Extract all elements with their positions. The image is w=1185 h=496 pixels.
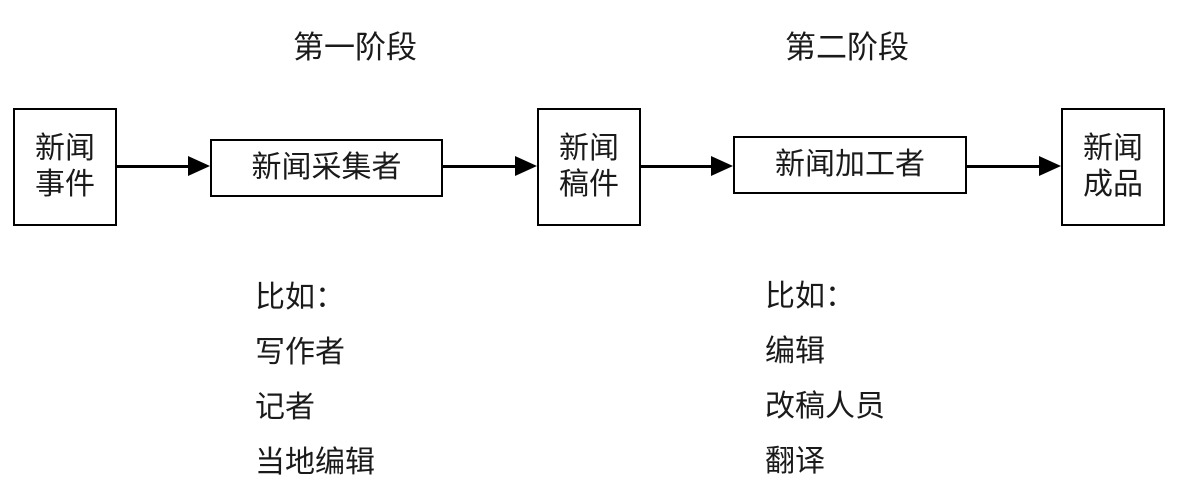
arrow-event-to-collector: [117, 156, 210, 176]
node-news-product-line2: 成品: [1083, 168, 1143, 201]
examples-heading: 比如：: [255, 281, 345, 314]
arrow-collector-to-manuscript: [443, 156, 537, 176]
node-news-product: 新闻 成品: [1061, 108, 1165, 226]
node-news-event-line1: 新闻: [35, 132, 95, 165]
example-item: 写作者: [255, 336, 345, 369]
node-news-processor: 新闻加工者: [733, 136, 967, 194]
node-news-manuscript-line2: 稿件: [559, 168, 619, 201]
arrow-shaft: [117, 164, 188, 168]
arrow-head-icon: [188, 156, 210, 176]
stage-1-examples: 比如： 写作者 记者 当地编辑: [255, 282, 375, 496]
node-news-event-line2: 事件: [35, 168, 95, 201]
arrow-manuscript-to-processor: [639, 156, 733, 176]
node-news-collector: 新闻采集者: [210, 139, 443, 197]
node-news-product-line1: 新闻: [1083, 132, 1143, 165]
example-item: 当地编辑: [255, 446, 375, 479]
arrow-head-icon: [1039, 156, 1061, 176]
node-news-manuscript-line1: 新闻: [559, 132, 619, 165]
stage-2-examples: 比如： 编辑 改稿人员 翻译: [765, 281, 885, 496]
arrow-shaft: [443, 164, 515, 168]
node-news-manuscript: 新闻 稿件: [537, 108, 641, 226]
arrow-head-icon: [515, 156, 537, 176]
arrow-shaft: [967, 164, 1039, 168]
example-item: 翻译: [765, 445, 825, 478]
arrow-head-icon: [711, 156, 733, 176]
node-news-event: 新闻 事件: [13, 108, 117, 226]
stage-1-title: 第一阶段: [293, 30, 417, 65]
examples-heading: 比如：: [765, 280, 855, 313]
arrow-shaft: [639, 164, 711, 168]
stage-2-title: 第二阶段: [785, 30, 909, 65]
example-item: 记者: [255, 391, 315, 424]
example-item: 改稿人员: [765, 390, 885, 423]
arrow-processor-to-product: [967, 156, 1061, 176]
example-item: 编辑: [765, 335, 825, 368]
node-news-processor-label: 新闻加工者: [775, 148, 925, 181]
node-news-collector-label: 新闻采集者: [251, 151, 402, 184]
